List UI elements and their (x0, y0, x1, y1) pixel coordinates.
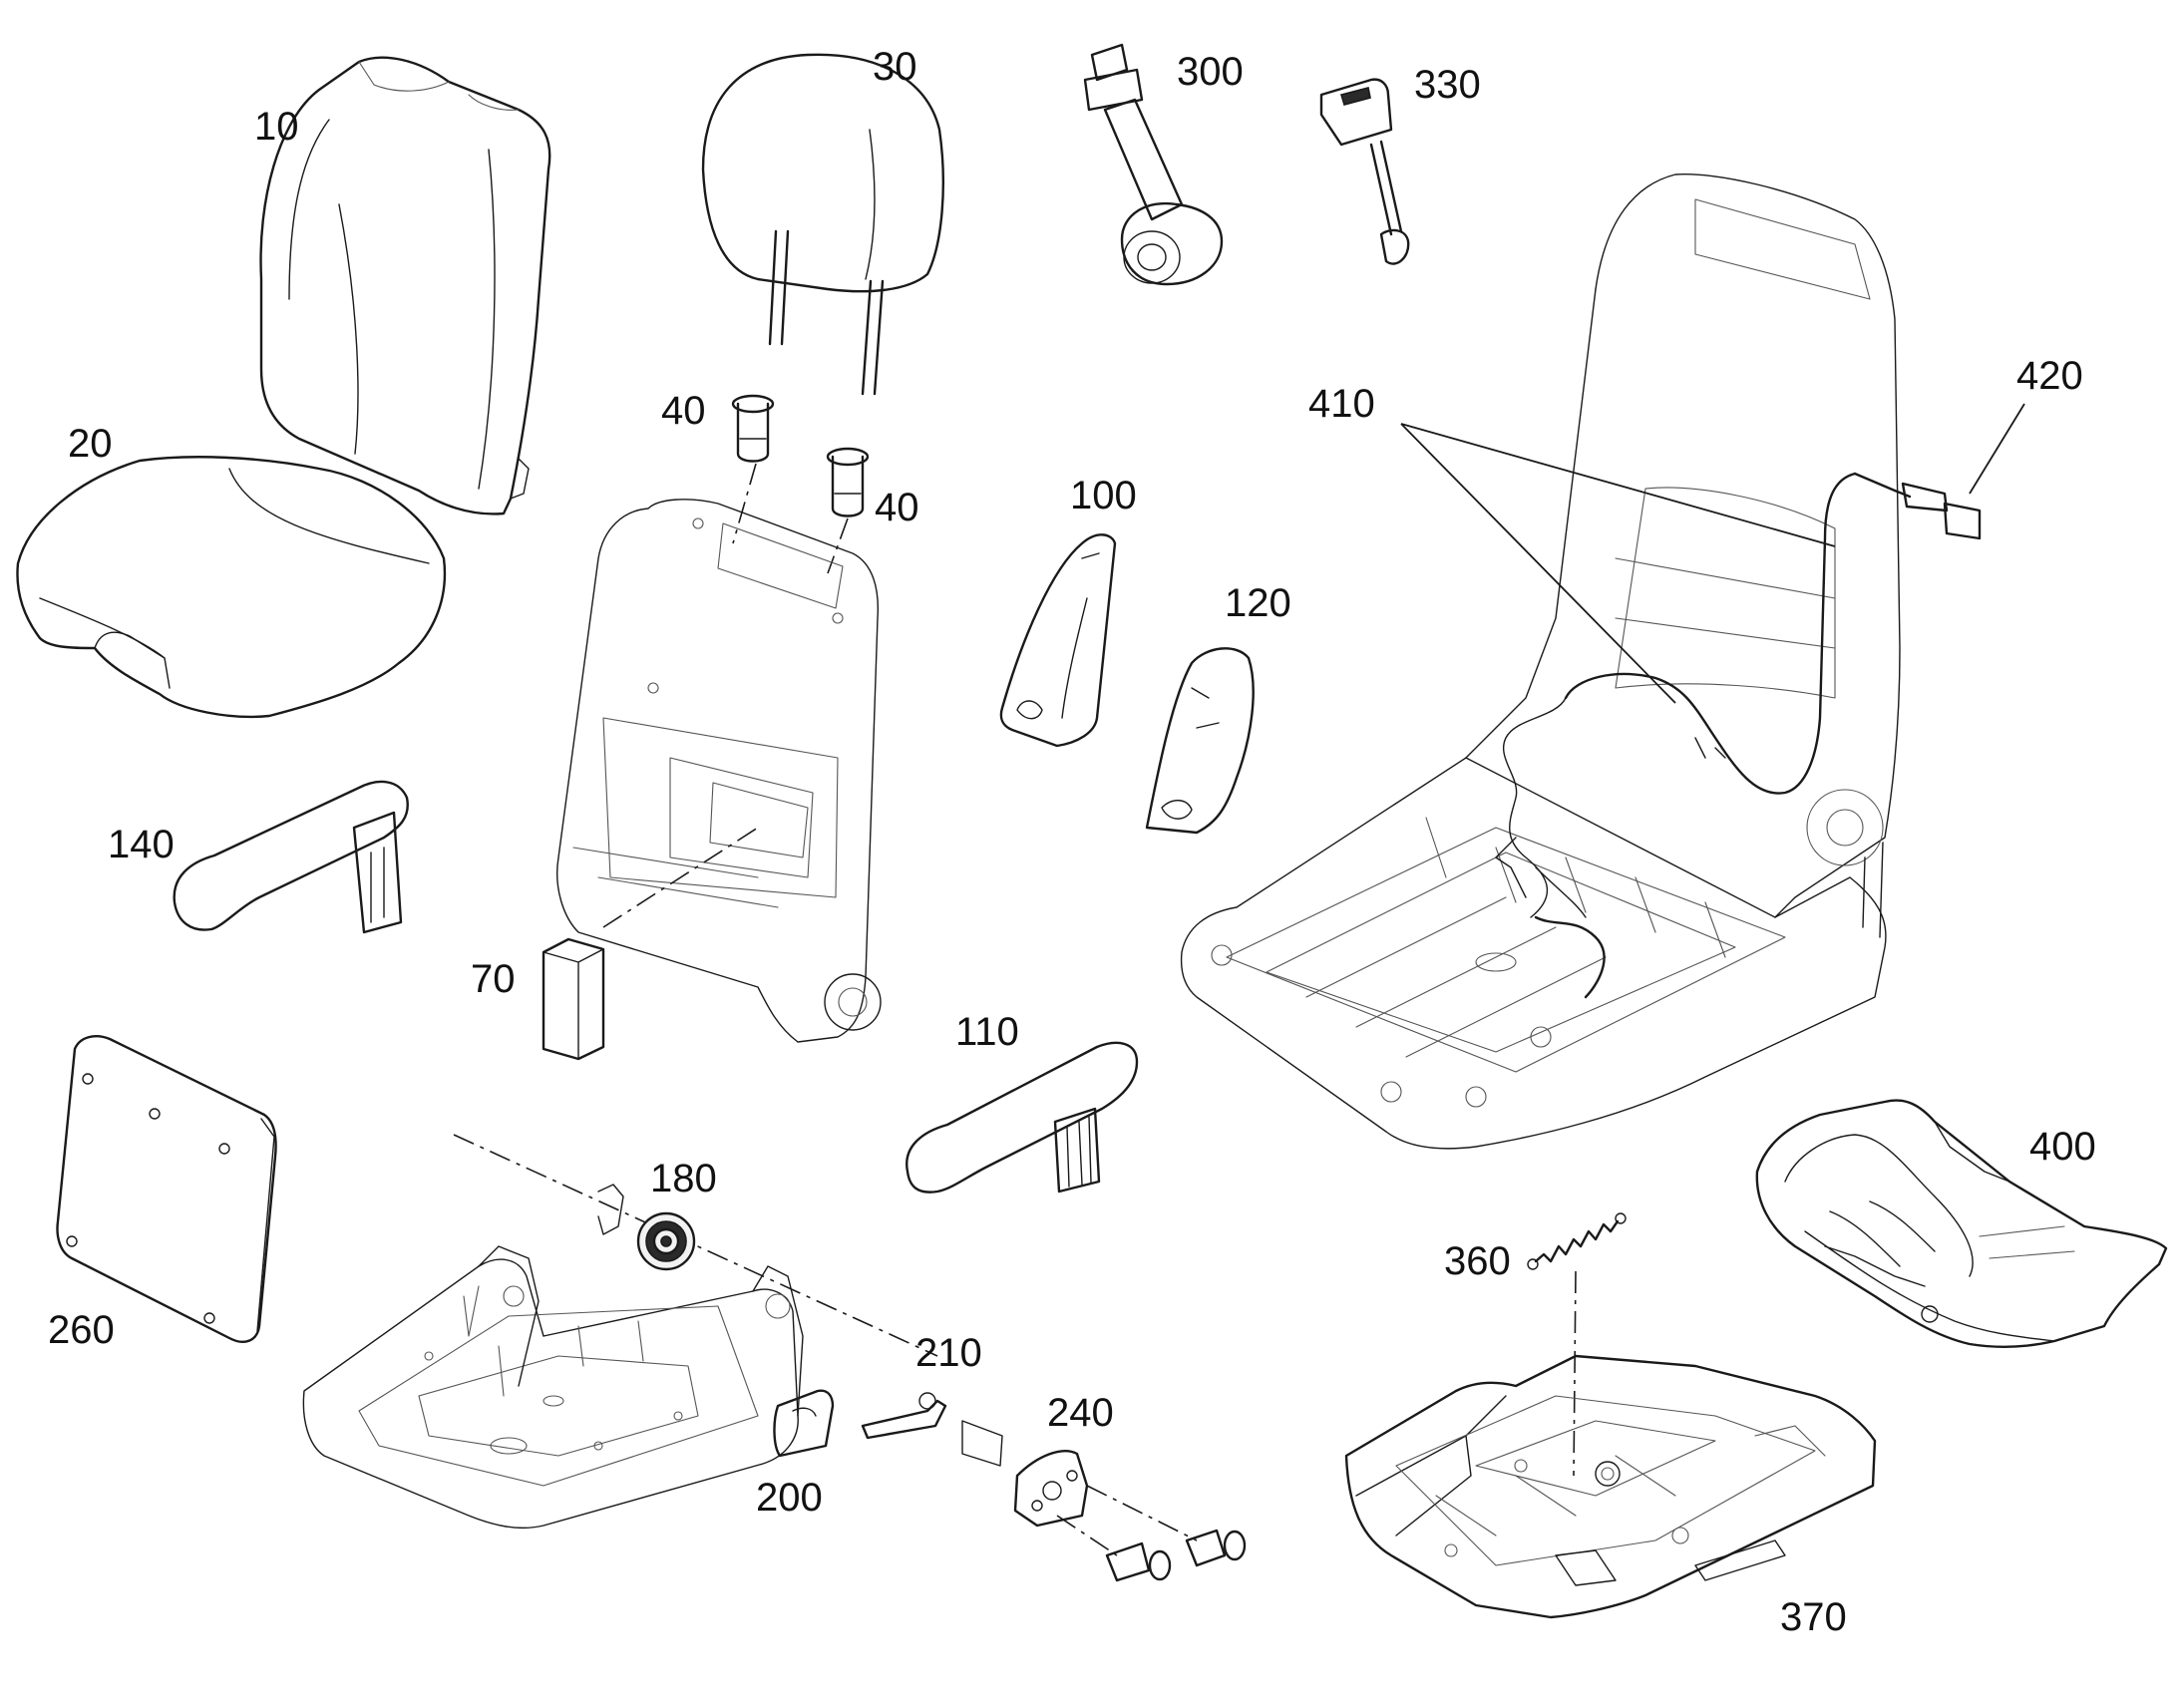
label-20: 20 (68, 422, 113, 466)
part-400-seat-pan: 400 (1755, 1099, 2168, 1348)
label-140: 140 (108, 823, 175, 866)
part-70-foam-block: 70 (471, 827, 759, 1061)
label-40-lower: 40 (875, 486, 919, 529)
part-30-headrest: 30 (701, 45, 944, 396)
part-40-headrest-guides: 40 40 (661, 389, 919, 574)
label-200: 200 (756, 1476, 823, 1520)
part-110-armrest: 110 (906, 1010, 1139, 1194)
part-330-seatbelt-buckle: 330 (1319, 63, 1481, 265)
label-410: 410 (1308, 382, 1375, 426)
label-370: 370 (1780, 1595, 1847, 1639)
part-200-cover-cap: 200 (756, 1389, 835, 1520)
label-110: 110 (955, 1010, 1019, 1054)
label-10: 10 (254, 105, 299, 149)
part-210-release-lever: 210 (861, 1331, 982, 1440)
complete-seat-frame (1180, 172, 1901, 1150)
label-40-upper: 40 (661, 389, 706, 433)
label-210: 210 (915, 1331, 982, 1375)
part-100-side-trim: 100 (999, 474, 1137, 748)
part-360-tension-spring: 360 (1444, 1212, 1627, 1477)
part-240-mounting-bracket: 240 (961, 1391, 1247, 1582)
part-140-armrest: 140 (108, 780, 409, 934)
part-180-recliner-spring: 180 (597, 1157, 717, 1271)
label-120: 120 (1225, 581, 1291, 625)
part-20-seat-cushion: 20 (16, 422, 447, 719)
label-240: 240 (1047, 1391, 1114, 1435)
seat-base-frame (302, 1134, 938, 1530)
part-260-back-panel: 260 (48, 1035, 277, 1352)
label-300: 300 (1177, 50, 1244, 94)
part-420-connector: 420 (1853, 354, 2083, 540)
label-400: 400 (2029, 1125, 2096, 1169)
part-120-side-trim: 120 (1145, 581, 1291, 835)
part-370-lower-shell: 370 (1344, 1354, 1877, 1639)
part-300-seatbelt-retractor: 300 (1083, 43, 1244, 286)
label-30: 30 (873, 45, 917, 89)
label-180: 180 (650, 1157, 717, 1200)
backrest-frame (556, 499, 882, 1043)
label-100: 100 (1070, 474, 1137, 517)
label-260: 260 (48, 1308, 115, 1352)
label-420: 420 (2016, 354, 2083, 398)
label-330: 330 (1414, 63, 1481, 107)
part-410-wiring-harness-callout: 410 (1308, 382, 1836, 704)
part-10-backrest-cushion: 10 (254, 56, 551, 515)
label-360: 360 (1444, 1239, 1511, 1283)
label-70: 70 (471, 957, 516, 1001)
